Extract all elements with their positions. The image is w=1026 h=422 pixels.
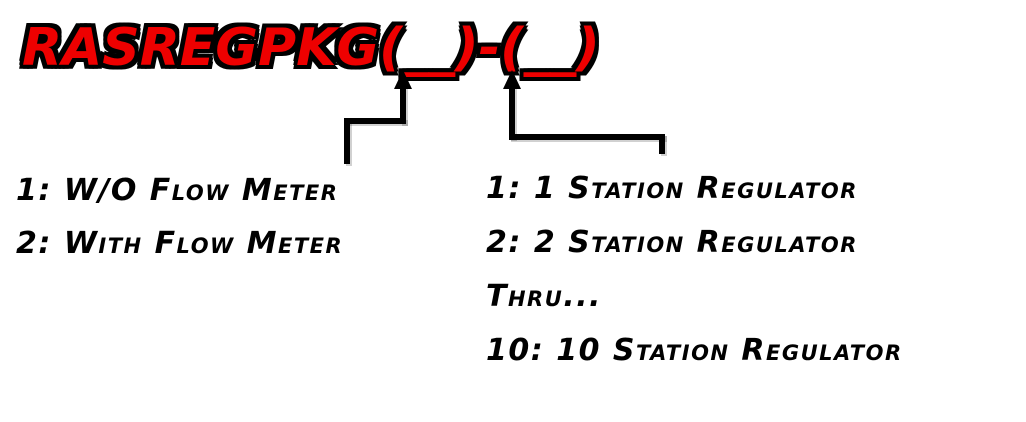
station-count-legend: 1: 1 Station Regulator 2: 2 Station Regu… (486, 174, 903, 366)
legend-item: 1: W/O Flow Meter (16, 173, 339, 208)
legend-item: 2: 2 Station Regulator (486, 225, 858, 260)
connector-line-segment (509, 134, 665, 140)
legend-item: 1: 1 Station Regulator (486, 171, 858, 206)
model-number-title: RASREGPKG(__)-(__) (22, 18, 600, 78)
legend-item: Thru... (486, 279, 602, 314)
connector-line-segment (344, 118, 350, 164)
flow-meter-legend: 1: W/O Flow Meter 2: With Flow Meter (16, 176, 343, 259)
connector-line-segment (509, 87, 515, 139)
connector-line-segment (344, 118, 406, 124)
legend-item: 10: 10 Station Regulator (486, 333, 903, 368)
legend-item: 2: With Flow Meter (16, 226, 344, 261)
connector-line-segment (400, 87, 406, 124)
connector-line-segment (659, 134, 665, 154)
up-arrow-icon (394, 70, 412, 89)
up-arrow-icon (503, 70, 521, 89)
